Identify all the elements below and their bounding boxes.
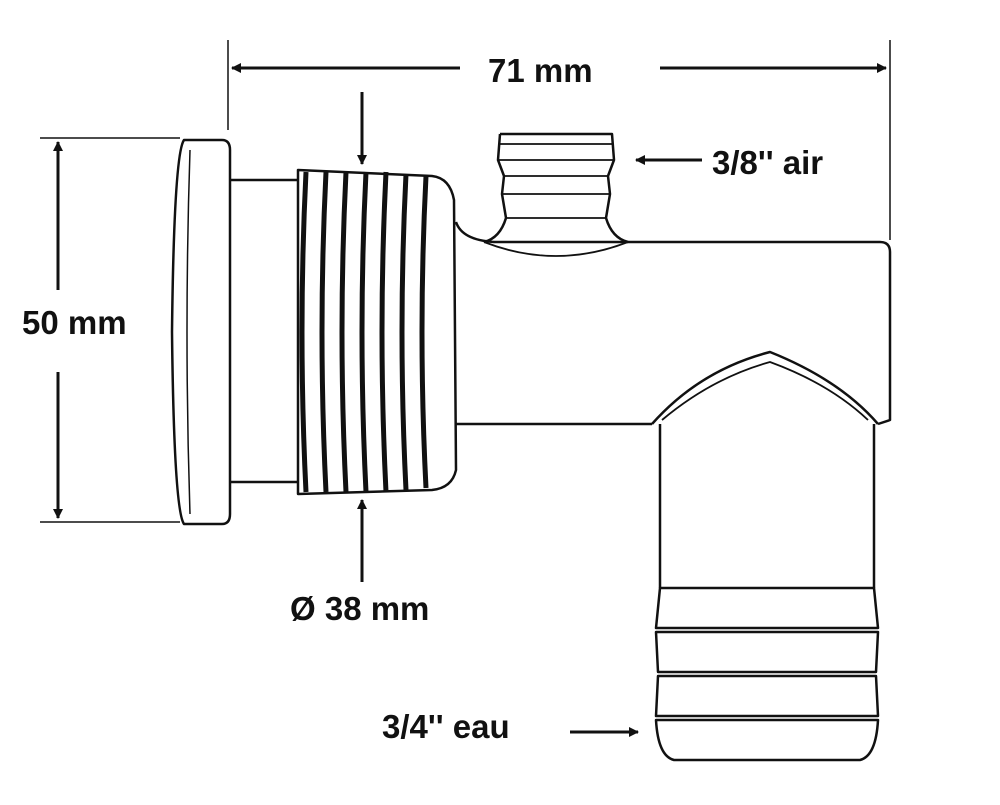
water-barb-tip xyxy=(654,718,880,762)
air-port-label: 3/8'' air xyxy=(712,144,824,181)
air-nozzle-right xyxy=(500,132,629,244)
thread-ribs xyxy=(299,171,429,493)
thread-diameter-label: Ø 38 mm xyxy=(290,590,430,627)
neck xyxy=(230,178,298,484)
flange xyxy=(170,138,232,526)
water-outlet-pipe xyxy=(658,424,876,588)
water-barb-ring-2 xyxy=(654,630,880,674)
width-dimension-label: 71 mm xyxy=(488,52,593,89)
flange-edge xyxy=(186,149,191,515)
thread-body xyxy=(296,168,458,496)
air-nozzle-base xyxy=(483,241,629,257)
water-barb-ring-3 xyxy=(654,674,880,718)
main-body-top xyxy=(454,221,892,426)
water-port-label: 3/4'' eau xyxy=(382,708,510,745)
elbow-junction-inner xyxy=(661,361,869,421)
air-nozzle-rings xyxy=(498,143,614,219)
water-barb-ring-1 xyxy=(654,586,880,630)
height-dimension-label: 50 mm xyxy=(22,304,127,341)
air-nozzle-left xyxy=(483,133,508,244)
elbow-junction xyxy=(651,350,879,425)
